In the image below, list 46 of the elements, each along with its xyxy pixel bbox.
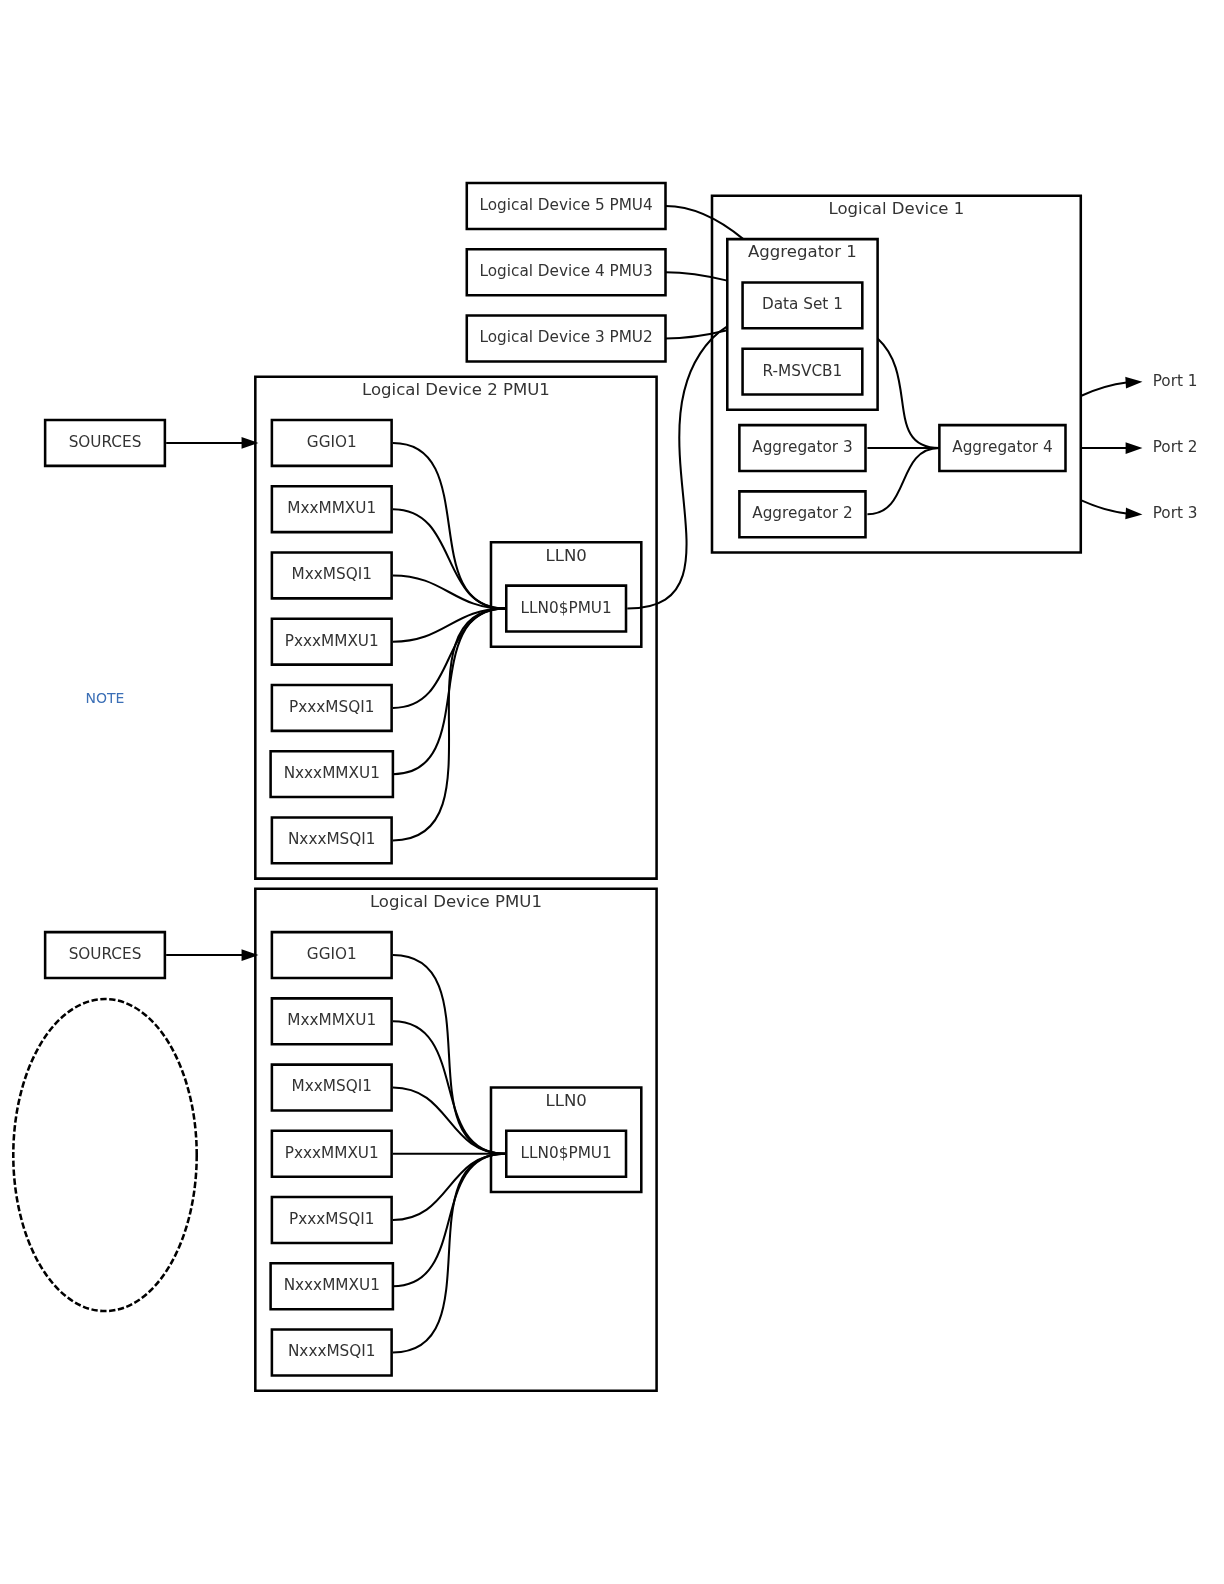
node-box: Aggregator 3	[738, 423, 867, 473]
arrow	[166, 949, 259, 961]
connector	[665, 329, 728, 340]
node-box: SOURCES	[43, 418, 167, 468]
node-box: GGIO1	[270, 418, 393, 468]
node-box: NxxxMSQI1	[270, 816, 393, 865]
node-text: Port 2	[1152, 438, 1198, 457]
node-text: Port 3	[1152, 504, 1198, 523]
node-box: NxxxMMXU1	[269, 749, 395, 799]
node-box: PxxxMSQI1	[270, 683, 393, 733]
connector	[392, 1152, 506, 1354]
connector	[392, 574, 506, 610]
node-box: LLN0$PMU1	[505, 1129, 628, 1178]
node-box: MxxMSQI1	[270, 551, 393, 600]
node-box: NxxxMMXU1	[269, 1262, 395, 1311]
label: NOTE	[85, 689, 125, 706]
node-box: Data Set 1	[741, 281, 864, 330]
node-box: NxxxMSQI1	[270, 1328, 393, 1377]
node-box: MxxMMXU1	[270, 485, 393, 534]
node-box: Logical Device 3 PMU2	[465, 314, 667, 363]
arrow	[1080, 442, 1143, 454]
connector	[627, 325, 728, 610]
node-box: MxxMMXU1	[270, 997, 393, 1046]
node-box: Logical Device 4 PMU3	[465, 248, 667, 297]
node-text: Port 1	[1152, 371, 1198, 390]
node-box: GGIO1	[270, 930, 393, 980]
connector	[392, 441, 506, 610]
connector	[665, 271, 728, 282]
node-box: MxxMSQI1	[270, 1063, 393, 1112]
node-box: LLN0$PMU1	[505, 584, 628, 633]
node-box: SOURCES	[43, 930, 167, 980]
node-box: PxxxMMXU1	[270, 1129, 393, 1178]
node-box: PxxxMSQI1	[270, 1195, 393, 1245]
connector	[665, 205, 744, 240]
node-box: Logical Device 5 PMU4	[465, 181, 667, 231]
node-box: Aggregator 2	[738, 490, 867, 539]
node-box: R-MSVCB1	[741, 347, 864, 396]
connector	[392, 607, 506, 842]
connector	[392, 508, 506, 610]
node-ellipse	[12, 997, 198, 1313]
node-box: PxxxMMXU1	[270, 617, 393, 666]
arrow	[1080, 499, 1143, 520]
node-box: Aggregator 4	[938, 423, 1067, 473]
connector	[876, 337, 940, 450]
arrow	[166, 437, 259, 449]
arrow	[1080, 376, 1143, 397]
